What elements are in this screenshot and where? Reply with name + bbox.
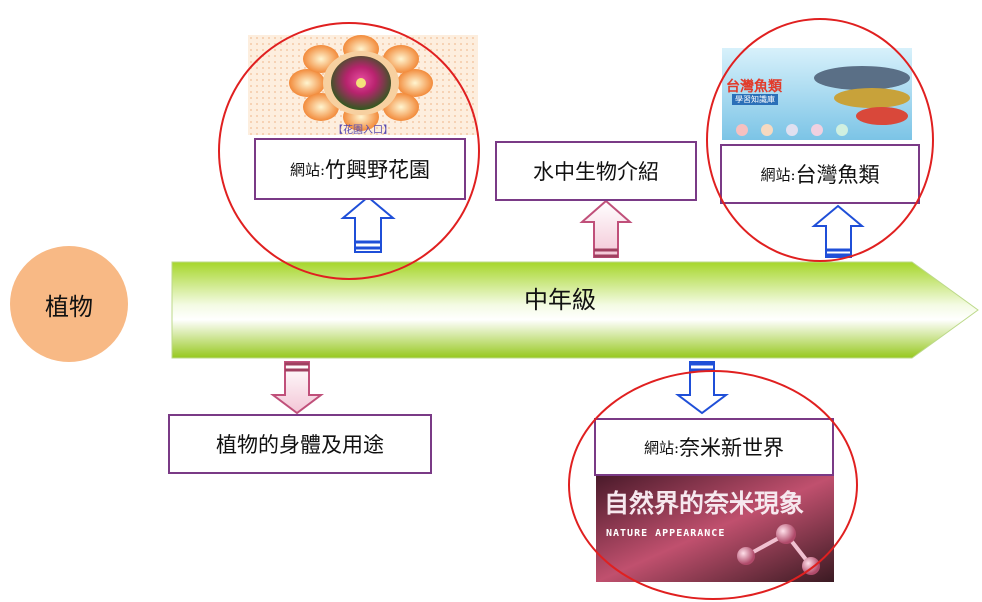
node-title: 植物的身體及用途 xyxy=(216,433,384,457)
topic-label: 植物 xyxy=(45,292,93,321)
node-plant-body[interactable]: 植物的身體及用途 xyxy=(168,414,432,474)
topic-bubble: 植物 xyxy=(10,246,128,362)
up-arrow-icon xyxy=(579,199,633,258)
grade-band-arrow xyxy=(171,261,979,359)
node-aquatic-life[interactable]: 水中生物介紹 xyxy=(495,141,697,201)
down-arrow-icon xyxy=(270,361,324,415)
highlight-circle xyxy=(568,370,858,600)
highlight-circle xyxy=(706,18,934,262)
node-title: 水中生物介紹 xyxy=(533,160,659,184)
highlight-circle xyxy=(218,22,480,280)
grade-label: 中年級 xyxy=(524,286,596,314)
